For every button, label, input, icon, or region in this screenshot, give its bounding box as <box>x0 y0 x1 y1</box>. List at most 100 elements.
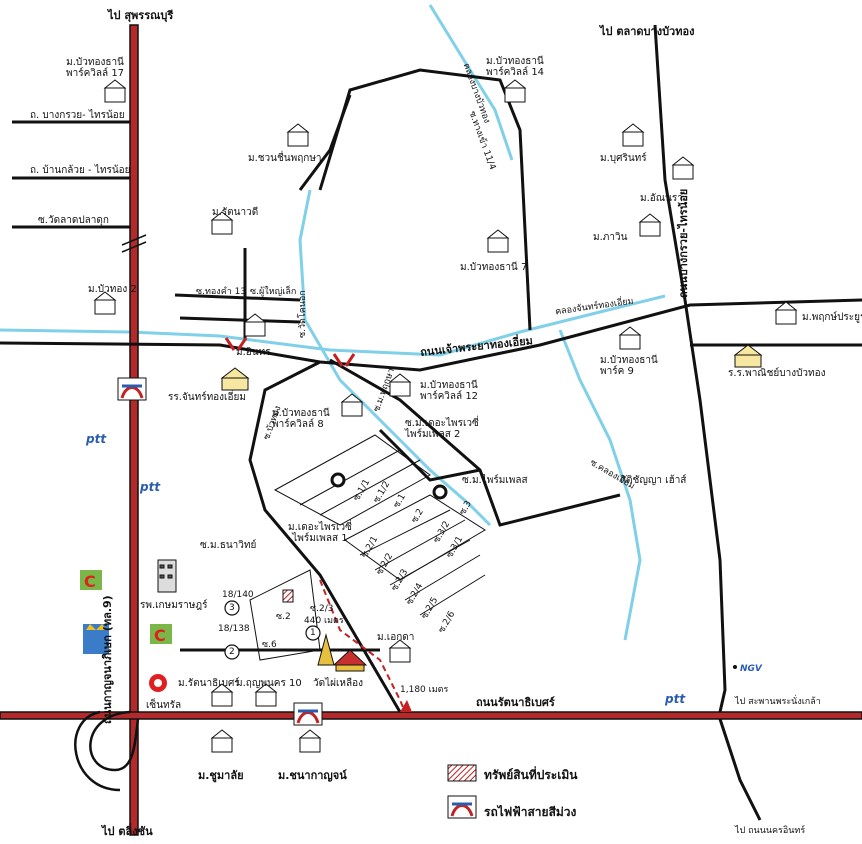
label-school-phanit: ร.ร.พาณิชย์บางบัวทอง <box>728 368 826 379</box>
svg-text:C: C <box>84 572 96 591</box>
houses <box>93 79 798 753</box>
secondary-roads <box>0 24 862 821</box>
route-arrow <box>400 700 412 712</box>
road-phu-yai <box>179 316 301 324</box>
canals <box>0 4 666 641</box>
house-icon <box>103 79 127 103</box>
label-pruksa-10: ม.ฤญพนคร 10 <box>236 678 302 689</box>
label-plot-138: 18/138 <box>218 624 250 634</box>
temple-icon <box>317 633 368 672</box>
label-wat-tai-kluea: วัดไผ่เหลือง <box>313 678 364 689</box>
house-icon <box>210 211 234 235</box>
ngv-label: NGV <box>740 664 762 674</box>
road-tong-kham <box>174 293 301 302</box>
road-south-east <box>718 718 762 821</box>
schools <box>220 344 763 391</box>
label-bang-kruai-sai-noi: ถนนบางกรวย-ไทรน้อย <box>677 188 690 298</box>
label-north-right: ไป ตลาดบางบัวทอง <box>600 25 695 38</box>
label-soi-m-thanawit: ซ.ม.ธนาวิทย์ <box>200 540 257 551</box>
house-icon <box>671 156 695 180</box>
house-icon <box>618 326 642 350</box>
label-soi-tong-kham: ซ.ทองคำ 13 <box>196 287 247 297</box>
house-icon <box>388 639 412 663</box>
label-soi-s6: ซ.6 <box>262 640 277 650</box>
bts-icons <box>117 377 323 726</box>
label-east-bottom: ไป สะพานพระนั่งเกล้า <box>735 697 821 707</box>
label-south-left: ไป ตลิ่งชัน <box>102 825 153 838</box>
label-bua-thong-2: ม.บัวทอง 2 <box>88 284 137 295</box>
road-kanchanaphisek <box>129 24 139 836</box>
school-icon <box>220 367 250 391</box>
road-west-loop <box>248 360 402 713</box>
label-the-prime-1: ม.เดอะไพรเวซี่ ไพร์มเพลส 1 <box>288 522 352 544</box>
house-icon <box>774 301 798 325</box>
house-icon <box>286 123 310 147</box>
label-kitchanut: กิติชัญญา เฮ้าส์ <box>620 475 687 486</box>
route-line <box>319 579 406 713</box>
ptt-label: ptt <box>86 432 107 446</box>
label-south-right: ไป ถนนนครอินทร์ <box>735 826 806 836</box>
legend-property-label: ทรัพย์สินที่ประเมิน <box>484 768 578 782</box>
label-plot-140: 18/140 <box>222 590 254 600</box>
canal-chan-thong-iam <box>0 294 666 357</box>
road-center-east <box>329 358 621 527</box>
label-inthaphon: ม.อินทร <box>236 347 271 358</box>
legend-property-swatch <box>447 764 477 782</box>
label-school-chan: รร.จันทร์ทองเอี่ยม <box>168 392 246 403</box>
label-north-left: ไป สุพรรณบุรี <box>108 9 174 22</box>
label-chuanchuen: ม.ชวนชื่นพฤกษา <box>248 153 322 164</box>
legend-bts-label: รถไฟฟ้าสายสีม่วง <box>484 805 577 819</box>
label-bua-thong-8: ม.บัวทองธานี พาร์ควิลล์ 8 <box>272 408 330 430</box>
logos: C C <box>80 570 172 692</box>
plot-markers <box>224 600 321 660</box>
house-icon <box>503 79 527 103</box>
label-rattanathibet: ถนนรัตนาธิเบศร์ <box>476 696 555 709</box>
road-bang-kruai-sai-noi <box>653 24 727 713</box>
label-khanakaen: ม.ชนากาญจน์ <box>278 769 347 782</box>
label-intharin: ม.บุศรินทร์ <box>600 153 647 164</box>
house-icon <box>388 373 412 397</box>
subdivision-grid <box>249 434 486 661</box>
label-bua-thong-park9: ม.บัวทองธานี พาร์ค 9 <box>600 355 658 377</box>
road-breaks <box>121 234 147 253</box>
label-bua-thong-7: ม.บัวทองธานี 7 <box>460 262 528 273</box>
label-prime-place: ซ.ม.ไพร์มเพลส <box>462 475 528 486</box>
label-soi-s2: ซ.2 <box>276 612 291 622</box>
label-soi-wat-lat: ซ.วัดลาดปลาดุก <box>38 215 109 226</box>
label-ekkada: ม.เอกดา <box>377 632 415 643</box>
label-soi-23: ซ.2/3 <box>310 604 334 614</box>
bts-icon <box>117 377 147 401</box>
legend <box>447 764 477 819</box>
canal-bang-bua-thong <box>428 4 514 161</box>
label-dist-440: 440 เมตร <box>304 616 344 626</box>
house-icon <box>486 229 510 253</box>
ptt-label: ptt <box>665 692 686 706</box>
label-soi-wat-kho-nok: ซ.วัดโคนอก <box>298 290 308 338</box>
house-icon <box>254 683 278 707</box>
road-east-link <box>378 428 481 482</box>
label-the-prime-2: ซ.ม.เดอะไพรเวซี่ ไพร์มเพลส 2 <box>405 418 479 440</box>
label-central: เซ็นทรัล <box>146 700 182 711</box>
label-hospital: รพ.เกษมราษฎร์ <box>140 600 208 611</box>
canal-east-branch <box>558 329 642 641</box>
road-rattanathibet <box>0 711 862 720</box>
plot-marker-3: 3 <box>229 603 235 613</box>
label-soi-ban-kluai: ถ. บ้านกล้วย - ไทรน้อย <box>30 165 131 176</box>
label-rattanathibet-home: ม.รัตนาธิเบศร์ <box>178 678 240 689</box>
roundabouts <box>330 472 448 500</box>
road-north-loop <box>318 68 532 331</box>
house-icon <box>340 393 364 417</box>
school-icon <box>733 344 763 368</box>
bts-icon <box>293 702 323 726</box>
house-icon <box>210 729 234 753</box>
label-bua-thong-14: ม.บัวทองธานี พาร์ควิลล์ 14 <box>486 56 545 78</box>
hospital-icon <box>157 559 177 593</box>
logo-c-icon <box>150 624 172 644</box>
label-chumalai: ม.ชูมาลัย <box>198 769 244 782</box>
road-chan-thong-iam <box>0 298 862 372</box>
label-bua-thong-12: ม.บัวทองธานี พาร์ควิลล์ 12 <box>420 380 479 402</box>
legend-bts-icon <box>447 795 477 819</box>
house-icon <box>638 213 662 237</box>
svg-text:C: C <box>154 626 166 645</box>
